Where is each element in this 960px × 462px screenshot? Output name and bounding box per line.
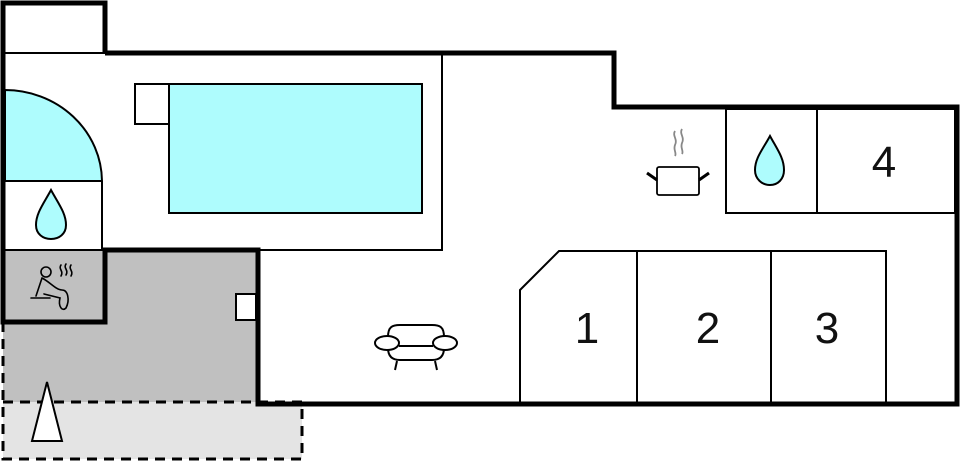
- armchair-icon: [374, 324, 458, 371]
- sauna-icon: [30, 263, 73, 311]
- swimming-pool: [168, 83, 423, 214]
- bedroom-4-label: 4: [871, 138, 897, 187]
- bedroom-1-label: 1: [574, 304, 600, 353]
- bedroom-3: [770, 250, 887, 405]
- water-drop-icon: [753, 133, 786, 187]
- covered-terrace: [3, 250, 258, 402]
- water-drop-icon: [34, 187, 68, 241]
- whirlpool: [4, 88, 104, 182]
- bedroom-2: [636, 250, 772, 405]
- pool-step: [134, 83, 170, 125]
- door-box: [235, 293, 257, 321]
- bedroom-3-label: 3: [814, 304, 840, 353]
- north-arrow-triangle-icon: [30, 381, 64, 442]
- cooking-pot-icon: [646, 128, 710, 196]
- bedroom-2-label: 2: [695, 304, 721, 353]
